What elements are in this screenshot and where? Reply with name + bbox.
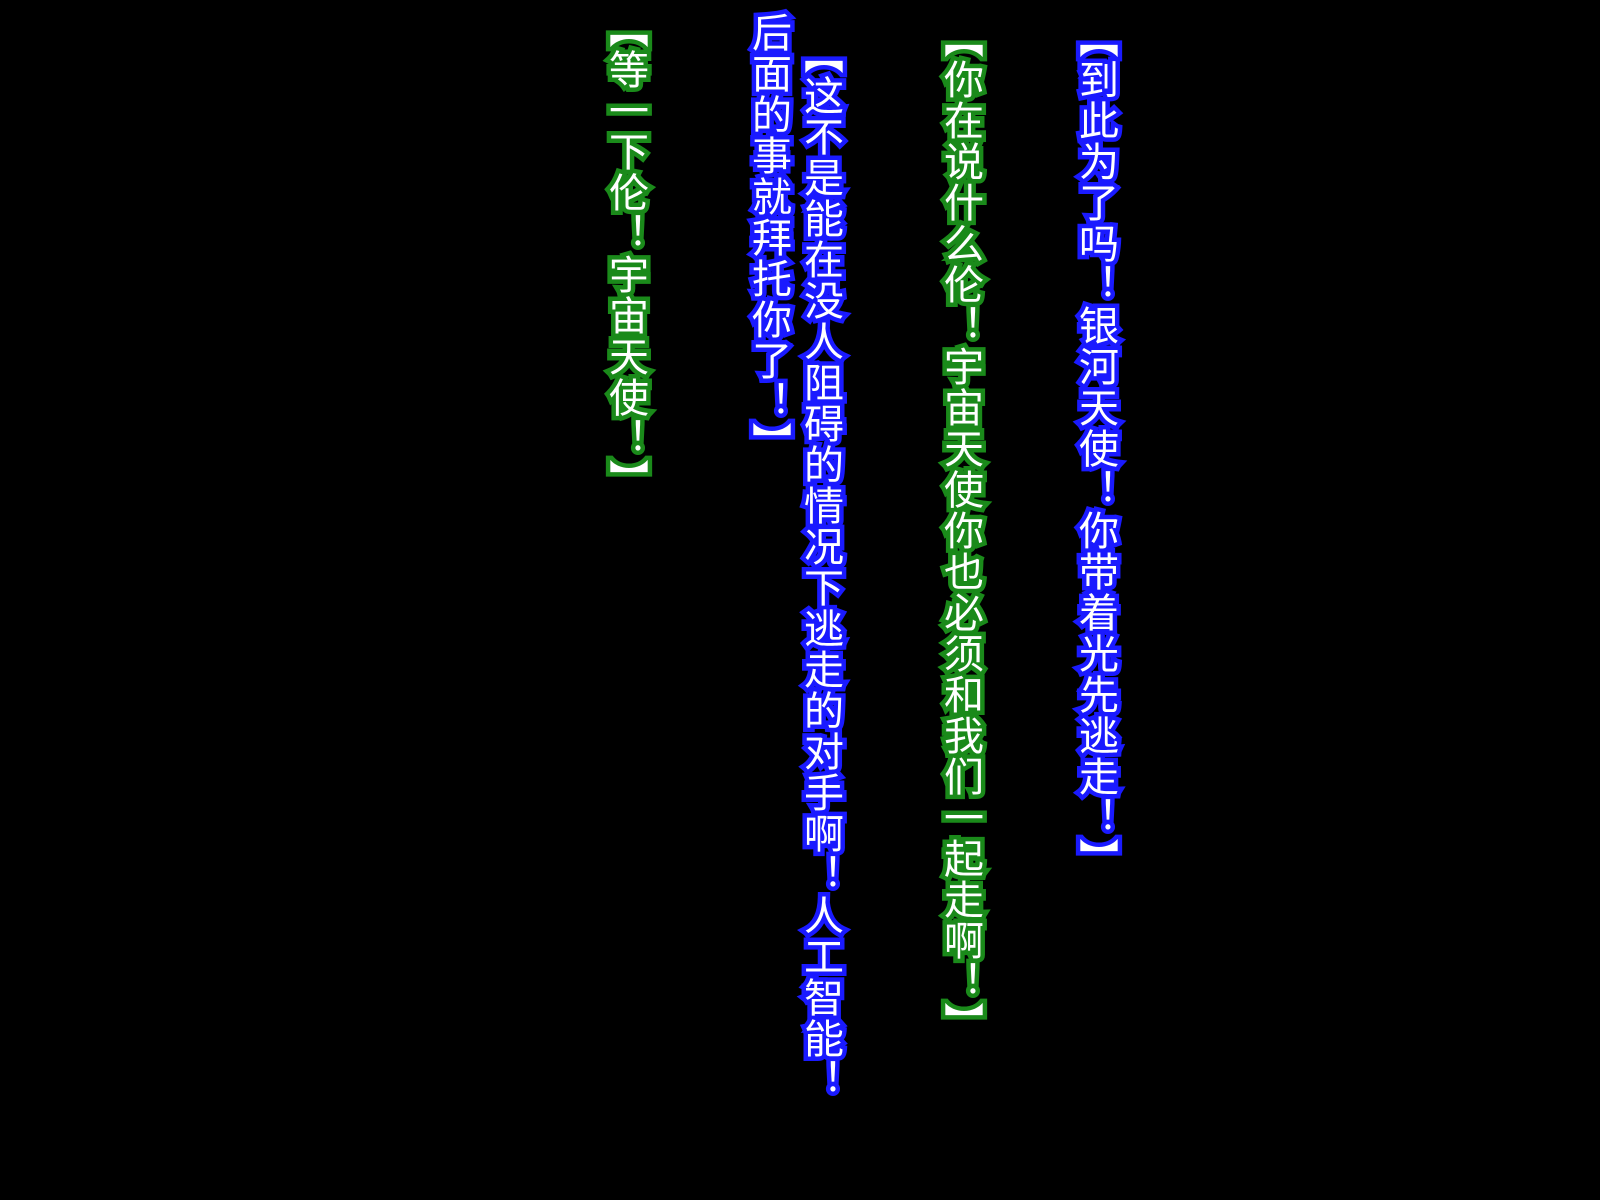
dialogue-line-2: 【你在说什么伦！宇宙天使你也必须和我们一起走啊！】 (933, 14, 988, 1048)
dialogue-line-4: 后面的事就拜托你了！】 (741, 8, 796, 468)
dialogue-line-1: 【到此为了吗！银河天使！你带着光先逃走！】 (1068, 14, 1123, 884)
dialogue-line-5: 【等一下伦！宇宙天使！】 (598, 4, 653, 505)
dialogue-line-3: 【这不是能在没人阻碍的情况下逃走的对手啊！人工智能！ (793, 30, 848, 1105)
